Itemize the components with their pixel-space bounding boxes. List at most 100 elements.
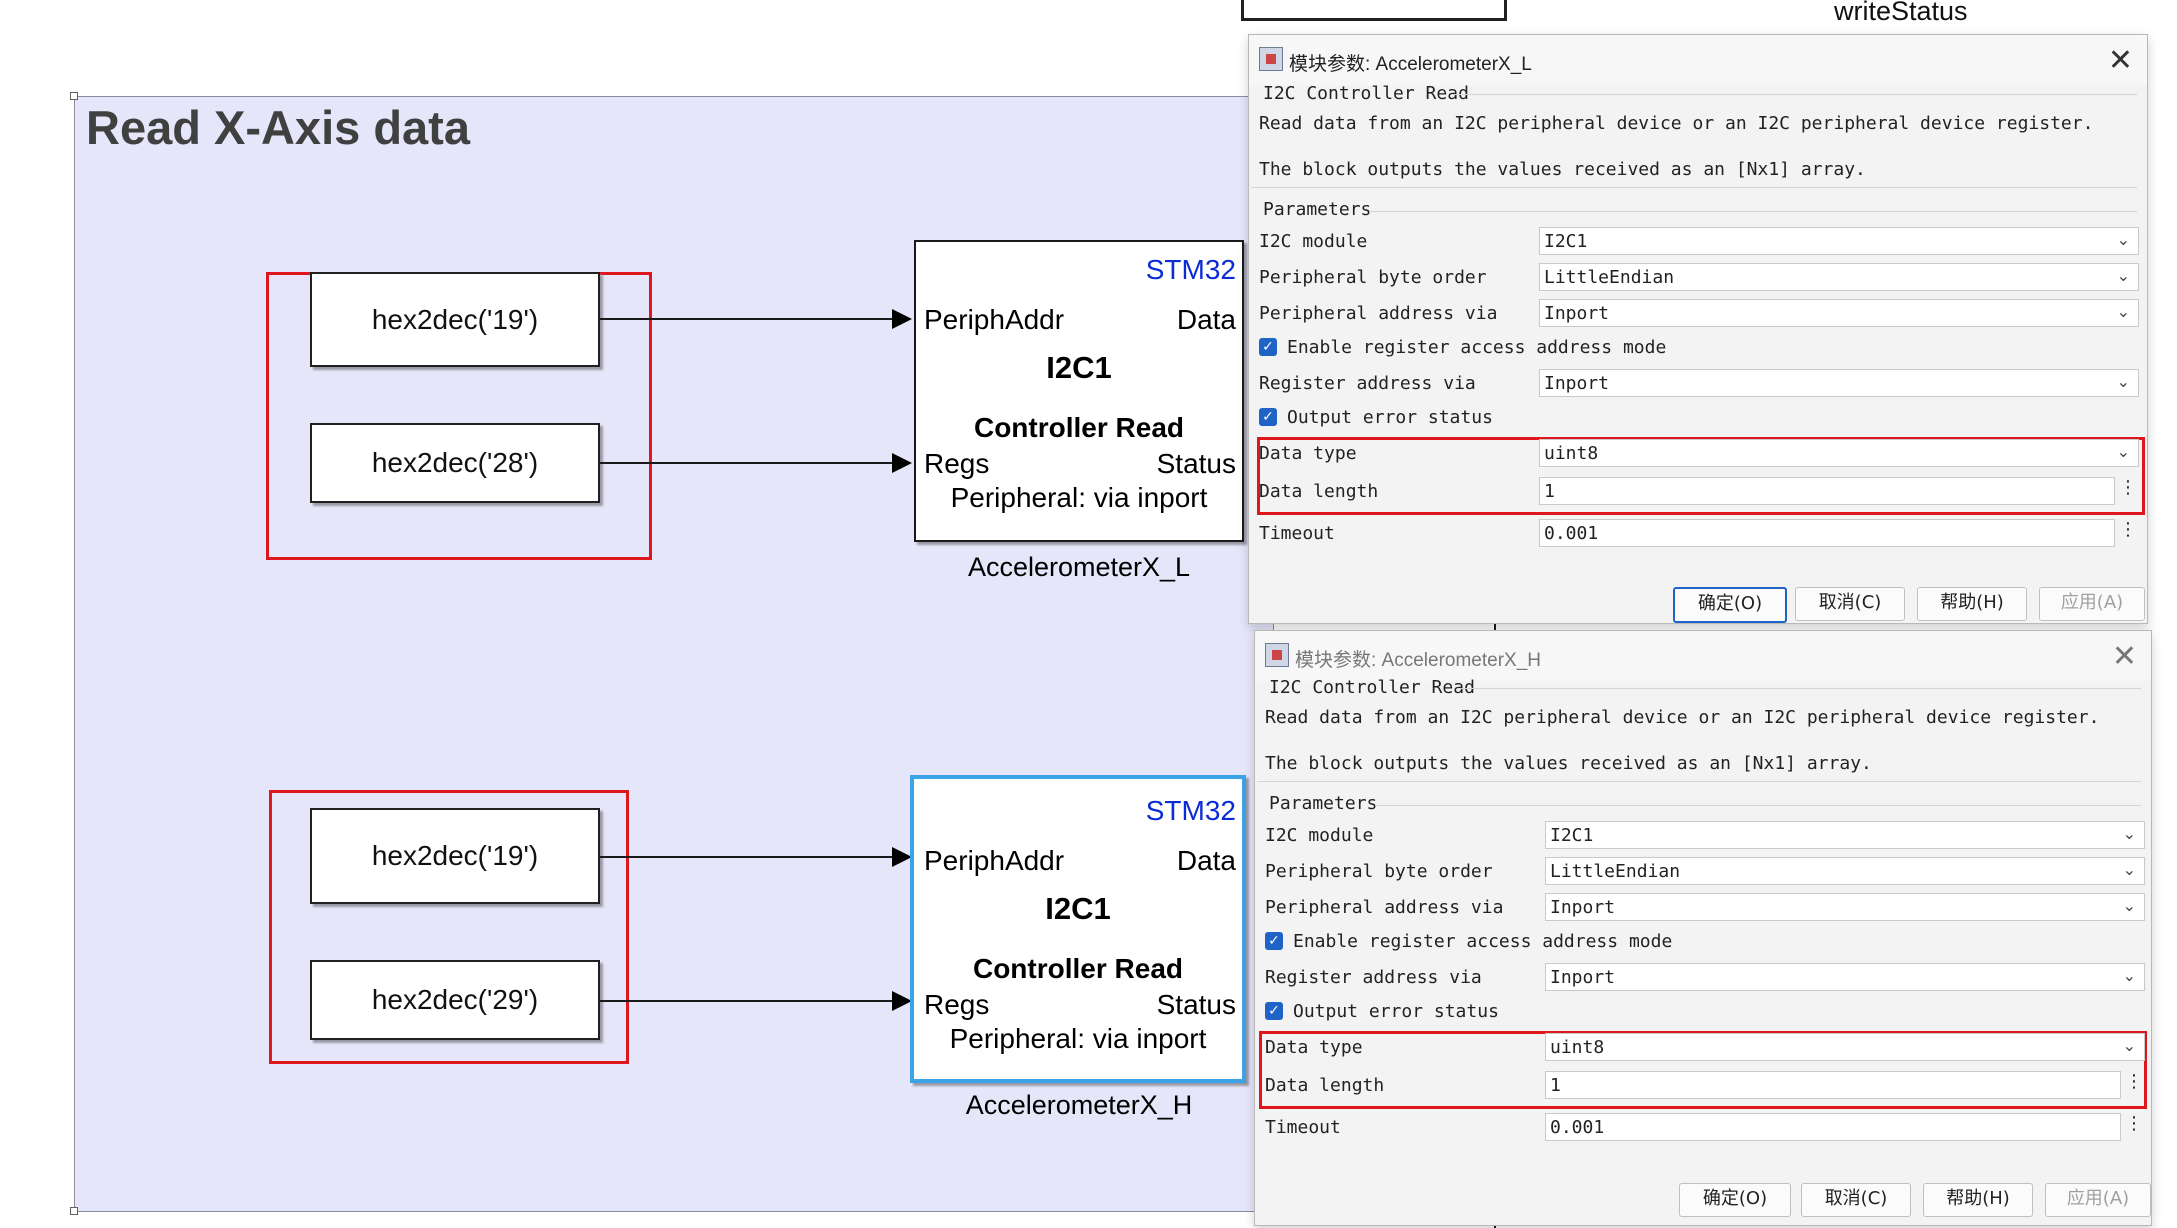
cancel-button[interactable]: 取消(C): [1795, 587, 1905, 621]
data-type-select[interactable]: uint8⌄: [1539, 439, 2139, 467]
more-options-icon[interactable]: ⋮: [2125, 1071, 2143, 1092]
arrow-head-icon: [892, 847, 912, 867]
block-type-label: I2C Controller Read: [1263, 83, 1469, 104]
dialog-titlebar[interactable]: 模块参数: AccelerometerX_L ✕: [1249, 35, 2147, 85]
i2c-module-label: I2C module: [1259, 231, 1368, 252]
constant-block[interactable]: hex2dec('29'): [310, 960, 600, 1040]
enable-register-label: Enable register access address mode: [1293, 931, 1673, 952]
highlight-box: [1259, 1031, 2147, 1109]
parameters-label: Parameters: [1269, 793, 1378, 814]
timeout-label: Timeout: [1259, 523, 1335, 544]
data-type-label: Data type: [1265, 1037, 1363, 1058]
port-status: Status: [1156, 989, 1236, 1020]
chevron-down-icon: ⌄: [2116, 372, 2130, 391]
reg-via-select[interactable]: Inport⌄: [1539, 369, 2139, 397]
arrow-head-icon: [892, 453, 912, 473]
chevron-down-icon: ⌄: [2122, 860, 2136, 879]
block-parameters-dialog-h[interactable]: 模块参数: AccelerometerX_H ✕ I2C Controller …: [1254, 630, 2152, 1226]
i2c-module-label: I2C module: [1265, 825, 1374, 846]
data-length-input[interactable]: 1: [1539, 477, 2115, 505]
apply-button[interactable]: 应用(A): [2045, 1183, 2151, 1217]
output-error-checkbox[interactable]: ✓: [1259, 408, 1277, 426]
cancel-button[interactable]: 取消(C): [1801, 1183, 1911, 1217]
ok-button[interactable]: 确定(O): [1673, 587, 1787, 623]
reg-via-select[interactable]: Inport⌄: [1545, 963, 2145, 991]
constant-value: hex2dec('19'): [371, 840, 539, 871]
data-length-label: Data length: [1265, 1075, 1385, 1096]
i2c-module-select[interactable]: I2C1⌄: [1539, 227, 2139, 255]
chevron-down-icon: ⌄: [2116, 266, 2130, 285]
port-data: Data: [1176, 845, 1236, 876]
block-module: I2C1: [1045, 891, 1111, 926]
simulink-block-icon: [1259, 47, 1283, 71]
address-via-select[interactable]: Inport⌄: [1545, 893, 2145, 921]
byte-order-select[interactable]: LittleEndian⌄: [1539, 263, 2139, 291]
signal-line[interactable]: [600, 318, 892, 320]
timeout-input[interactable]: 0.001: [1545, 1113, 2121, 1141]
constant-block[interactable]: hex2dec('28'): [310, 423, 600, 503]
enable-register-checkbox[interactable]: ✓: [1259, 338, 1277, 356]
parameters-label: Parameters: [1263, 199, 1372, 220]
constant-block[interactable]: hex2dec('19'): [310, 272, 600, 367]
port-periphaddr: PeriphAddr: [924, 845, 1065, 876]
chevron-down-icon: ⌄: [2116, 302, 2130, 321]
i2c-read-block-l[interactable]: STM32 PeriphAddr Data I2C1 Controller Re…: [914, 240, 1244, 542]
chevron-down-icon: ⌄: [2122, 896, 2136, 915]
area-resize-handle[interactable]: [70, 1207, 78, 1215]
block-parameters-dialog-l[interactable]: 模块参数: AccelerometerX_L ✕ I2C Controller …: [1248, 34, 2148, 624]
block-brand: STM32: [1145, 795, 1236, 826]
close-icon[interactable]: ✕: [2111, 639, 2137, 674]
dialog-title: 模块参数: AccelerometerX_L: [1289, 54, 1532, 75]
dialog-titlebar[interactable]: 模块参数: AccelerometerX_H ✕: [1255, 631, 2151, 681]
highlight-box: [1257, 437, 2145, 515]
highlight-box: [269, 790, 629, 1064]
port-regs: Regs: [924, 448, 990, 479]
port-data: Data: [1176, 304, 1236, 335]
block-name-label[interactable]: AccelerometerX_L: [967, 552, 1191, 582]
description-line-2: The block outputs the values received as…: [1265, 753, 1872, 774]
byte-order-select[interactable]: LittleEndian⌄: [1545, 857, 2145, 885]
more-options-icon[interactable]: ⋮: [2125, 1113, 2143, 1134]
constant-block[interactable]: hex2dec('19'): [310, 808, 600, 904]
byte-order-label: Peripheral byte order: [1265, 861, 1493, 882]
area-resize-handle[interactable]: [70, 92, 78, 100]
more-options-icon[interactable]: ⋮: [2119, 519, 2137, 540]
more-options-icon[interactable]: ⋮: [2119, 477, 2137, 498]
data-type-select[interactable]: uint8⌄: [1545, 1033, 2145, 1061]
signal-line[interactable]: [600, 856, 892, 858]
chevron-down-icon: ⌄: [2116, 442, 2130, 461]
signal-line[interactable]: [600, 1000, 892, 1002]
address-via-label: Peripheral address via: [1259, 303, 1498, 324]
byte-order-label: Peripheral byte order: [1259, 267, 1487, 288]
output-error-checkbox[interactable]: ✓: [1265, 1002, 1283, 1020]
block-subtitle: Peripheral: via inport: [949, 1023, 1207, 1054]
apply-button[interactable]: 应用(A): [2039, 587, 2145, 621]
block-name-label[interactable]: AccelerometerX_H: [965, 1090, 1193, 1120]
timeout-input[interactable]: 0.001: [1539, 519, 2115, 547]
close-icon[interactable]: ✕: [2107, 43, 2133, 78]
help-button[interactable]: 帮助(H): [1923, 1183, 2033, 1217]
enable-register-checkbox[interactable]: ✓: [1265, 932, 1283, 950]
block-brand: STM32: [1145, 254, 1236, 285]
description-line-1: Read data from an I2C peripheral device …: [1265, 707, 2100, 728]
area-title: Read X-Axis data: [86, 101, 470, 154]
chevron-down-icon: ⌄: [2122, 824, 2136, 843]
i2c-module-select[interactable]: I2C1⌄: [1545, 821, 2145, 849]
address-via-select[interactable]: Inport⌄: [1539, 299, 2139, 327]
reg-via-label: Register address via: [1265, 967, 1482, 988]
help-button[interactable]: 帮助(H): [1917, 587, 2027, 621]
partial-block[interactable]: [1241, 0, 1507, 21]
write-status-label: writeStatus: [1834, 0, 1968, 26]
chevron-down-icon: ⌄: [2122, 966, 2136, 985]
data-length-label: Data length: [1259, 481, 1379, 502]
ok-button[interactable]: 确定(O): [1679, 1183, 1791, 1217]
signal-line[interactable]: [600, 462, 892, 464]
data-type-label: Data type: [1259, 443, 1357, 464]
arrow-head-icon: [892, 309, 912, 329]
block-function: Controller Read: [973, 412, 1185, 443]
chevron-down-icon: ⌄: [2116, 230, 2130, 249]
data-length-input[interactable]: 1: [1545, 1071, 2121, 1099]
i2c-read-block-h[interactable]: STM32 PeriphAddr Data I2C1 Controller Re…: [910, 775, 1246, 1083]
chevron-down-icon: ⌄: [2122, 1036, 2136, 1055]
enable-register-label: Enable register access address mode: [1287, 337, 1667, 358]
